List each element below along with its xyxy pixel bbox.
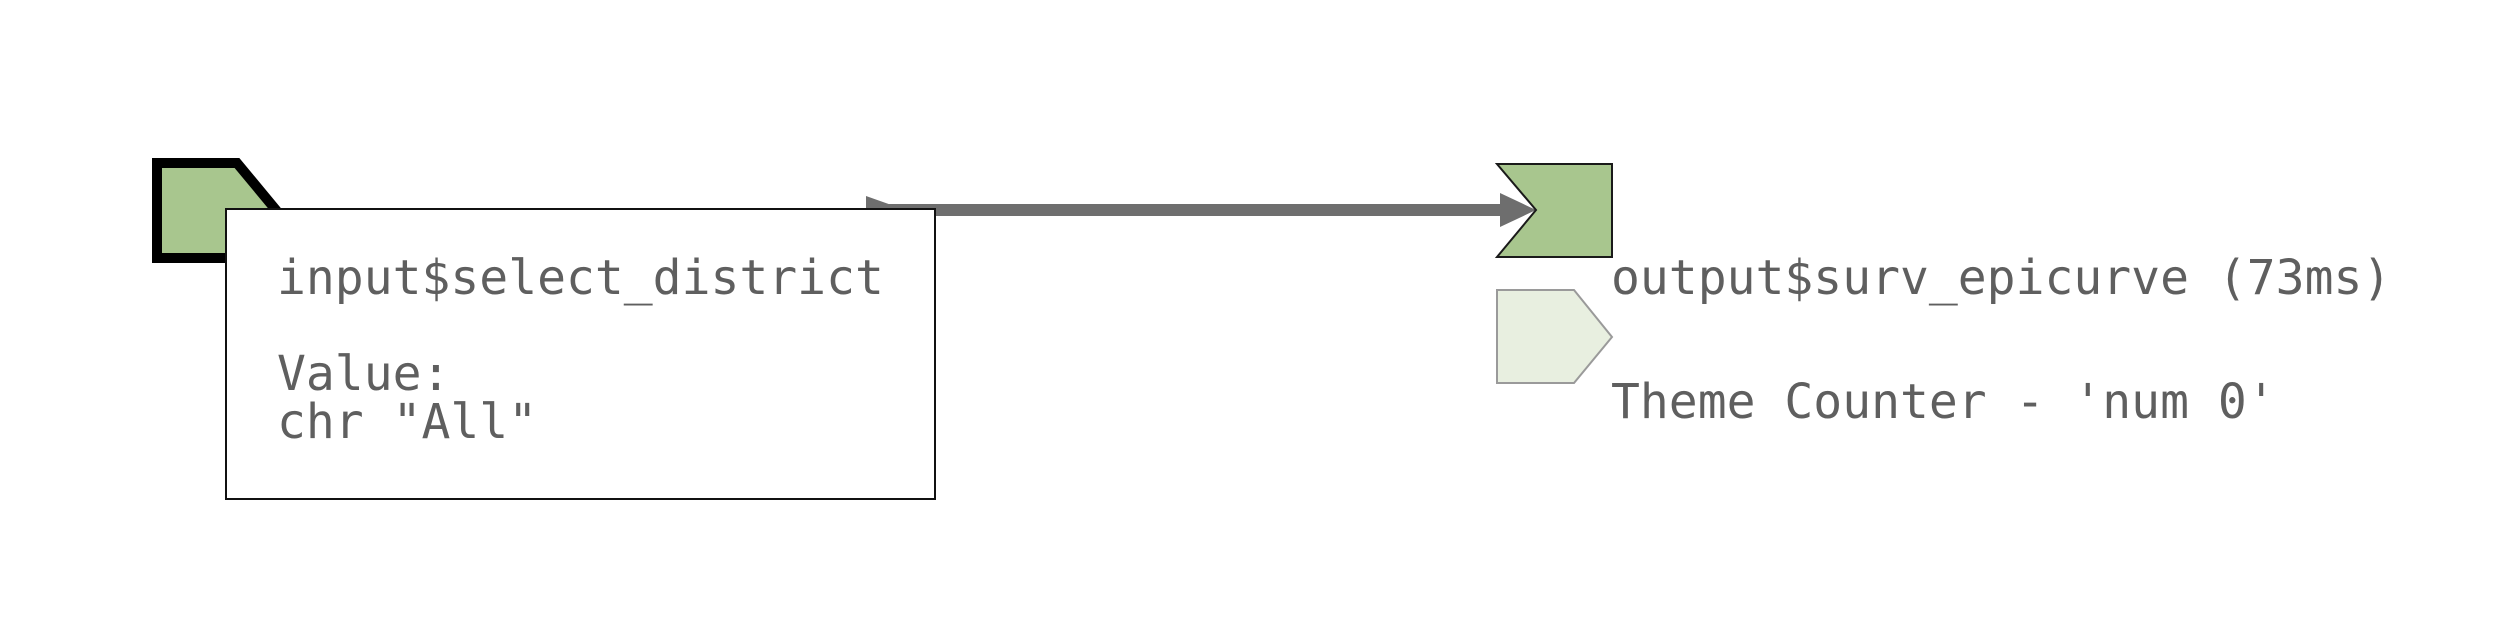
output-node-label: output$surv_epicurve (73ms) <box>1611 250 2392 306</box>
tooltip-value-heading: Value: <box>277 346 451 402</box>
tooltip-title: input$select_district <box>277 250 884 306</box>
tooltip-value: chr "All" <box>277 394 538 450</box>
node-tooltip: input$select_district Value: chr "All" <box>225 208 936 500</box>
output-node-surv-epicurve[interactable] <box>1494 163 1613 258</box>
observer-node-theme-counter[interactable] <box>1496 289 1614 384</box>
edge-arrowhead <box>1500 193 1536 227</box>
observer-node-label: Theme Counter - 'num 0' <box>1611 374 2276 430</box>
